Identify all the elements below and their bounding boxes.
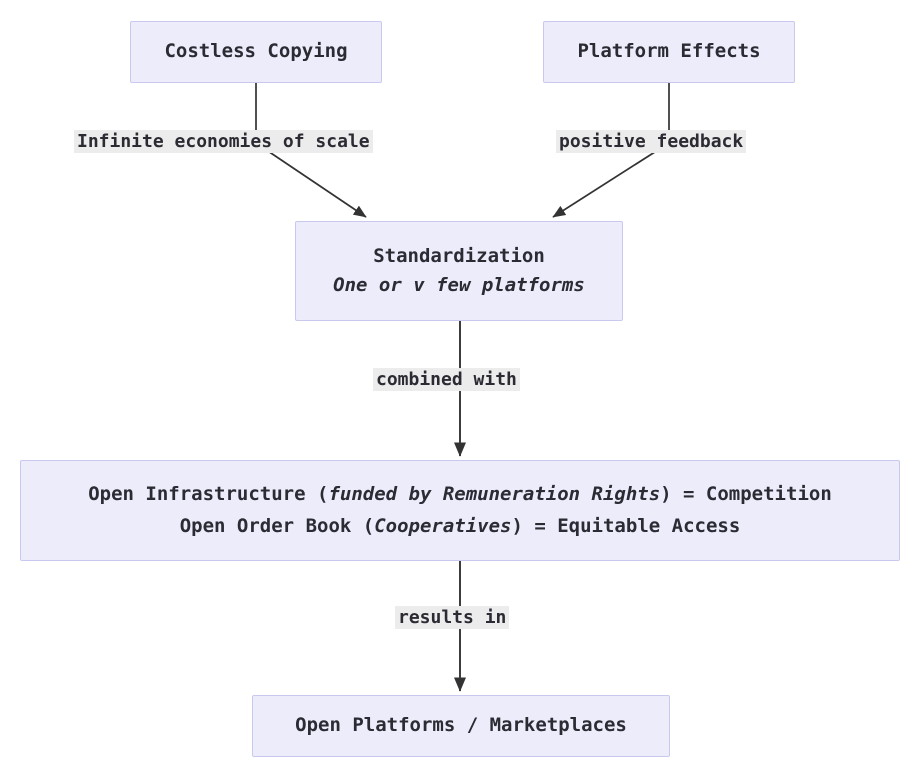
node-title: Standardization xyxy=(373,244,545,267)
node-line-open-infrastructure: Open Infrastructure (funded by Remunerat… xyxy=(88,480,832,509)
edge-label-infinite-economies-of-scale: Infinite economies of scale xyxy=(74,130,373,153)
node-standardization[interactable]: Standardization One or v few platforms xyxy=(295,221,623,321)
node-platform-effects[interactable]: Platform Effects xyxy=(543,21,795,83)
edge-label-results-in: results in xyxy=(395,606,510,629)
node-label: Open Platforms / Marketplaces xyxy=(295,714,627,737)
node-label: Costless Copying xyxy=(164,40,348,63)
text-segment: Open Infrastructure ( xyxy=(88,483,329,506)
edge-label-combined-with: combined with xyxy=(373,368,520,391)
node-open-platforms[interactable]: Open Platforms / Marketplaces xyxy=(252,695,670,757)
node-subtitle: One or v few platforms xyxy=(333,274,585,296)
text-segment: ) = Competition xyxy=(660,483,832,506)
edge-label-positive-feedback: positive feedback xyxy=(556,130,747,153)
text-segment: ) = Equitable Access xyxy=(511,514,741,537)
text-segment: Open Order Book ( xyxy=(179,514,375,537)
node-label: Platform Effects xyxy=(577,40,761,63)
node-costless-copying[interactable]: Costless Copying xyxy=(130,21,382,83)
text-segment-italic: funded by Remuneration Rights xyxy=(328,483,661,506)
node-open-infrastructure[interactable]: Open Infrastructure (funded by Remunerat… xyxy=(20,460,900,561)
node-line-open-order-book: Open Order Book (Cooperatives) = Equitab… xyxy=(180,512,741,541)
text-segment-italic: Cooperatives xyxy=(374,514,512,537)
